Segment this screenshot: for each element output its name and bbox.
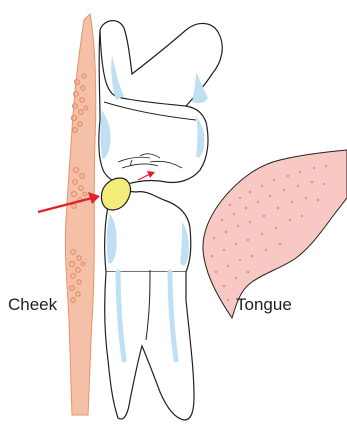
lower-tooth bbox=[105, 192, 194, 420]
upper-tooth-crown bbox=[99, 30, 208, 184]
upper-tooth bbox=[99, 21, 222, 184]
tongue-tissue-shape bbox=[203, 150, 347, 318]
cheek-tissue bbox=[65, 14, 95, 415]
cheek-tissue-shape bbox=[65, 14, 95, 415]
label-tongue: Tongue bbox=[236, 295, 292, 314]
upper-tooth-pulp bbox=[111, 56, 124, 100]
label-cheek: Cheek bbox=[8, 295, 58, 314]
tongue-tissue bbox=[203, 150, 347, 318]
upper-tooth-pulp-right bbox=[192, 72, 208, 103]
